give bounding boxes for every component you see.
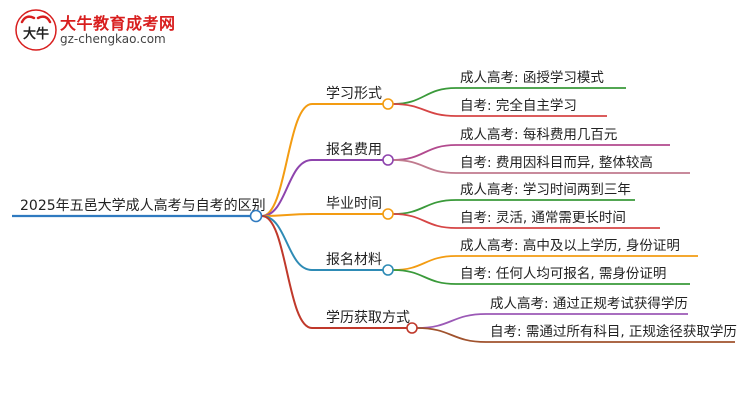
leaf-connector [392, 87, 457, 105]
branch-label: 毕业时间 [326, 196, 382, 212]
leaf-label: 自考: 需通过所有科目, 正规途径获取学历 [490, 323, 737, 340]
site-url[interactable]: gz-chengkao.com [60, 32, 166, 46]
bull-logo-icon: 大牛 [15, 9, 57, 51]
leaf-label: 自考: 完全自主学习 [460, 97, 577, 114]
branch-label: 学历获取方式 [326, 310, 410, 326]
leaf-connector [392, 213, 457, 229]
branch-label: 报名材料 [326, 252, 382, 268]
site-logo: 大牛 大牛教育成考网 gz-chengkao.com [14, 8, 175, 58]
leaf-label: 自考: 费用因科目而异, 整体较高 [460, 154, 653, 171]
branch-connector [261, 213, 313, 217]
leaf-label: 成人高考: 高中及以上学历, 身份证明 [460, 237, 680, 254]
leaf-connector [392, 199, 457, 215]
site-title: 大牛教育成考网 [60, 14, 176, 33]
leaf-connector [392, 255, 457, 271]
leaf-label: 自考: 任何人均可报名, 需身份证明 [460, 266, 666, 282]
root-node-circle[interactable] [249, 209, 263, 223]
leaf-label: 自考: 灵活, 通常需更长时间 [460, 210, 626, 226]
leaf-connector [416, 327, 487, 343]
leaf-connector [392, 159, 457, 174]
branch-connector [261, 103, 313, 217]
branch-node-circle[interactable] [382, 154, 394, 166]
branch-node-circle[interactable] [382, 264, 394, 276]
branch-node-circle[interactable] [382, 208, 394, 220]
branch-label: 报名费用 [326, 142, 382, 158]
leaf-label: 成人高考: 每科费用几百元 [460, 126, 617, 143]
branch-connector [261, 215, 313, 271]
leaf-connector [392, 144, 457, 161]
root-label: 2025年五邑大学成人高考与自考的区别 [20, 197, 266, 214]
branch-label: 学习形式 [326, 86, 382, 102]
branch-connector [261, 159, 313, 217]
leaf-connector [392, 269, 457, 285]
leaf-connector [416, 313, 487, 329]
branch-connector [261, 215, 313, 329]
leaf-label: 成人高考: 函授学习模式 [460, 69, 604, 86]
leaf-label: 成人高考: 学习时间两到三年 [460, 181, 631, 198]
leaf-connector [392, 103, 457, 117]
mind-map-edges [12, 87, 735, 343]
leaf-label: 成人高考: 通过正规考试获得学历 [490, 295, 688, 312]
logo-mark-text: 大牛 [23, 26, 49, 42]
branch-node-circle[interactable] [382, 98, 394, 110]
branch-node-circle[interactable] [406, 322, 418, 334]
